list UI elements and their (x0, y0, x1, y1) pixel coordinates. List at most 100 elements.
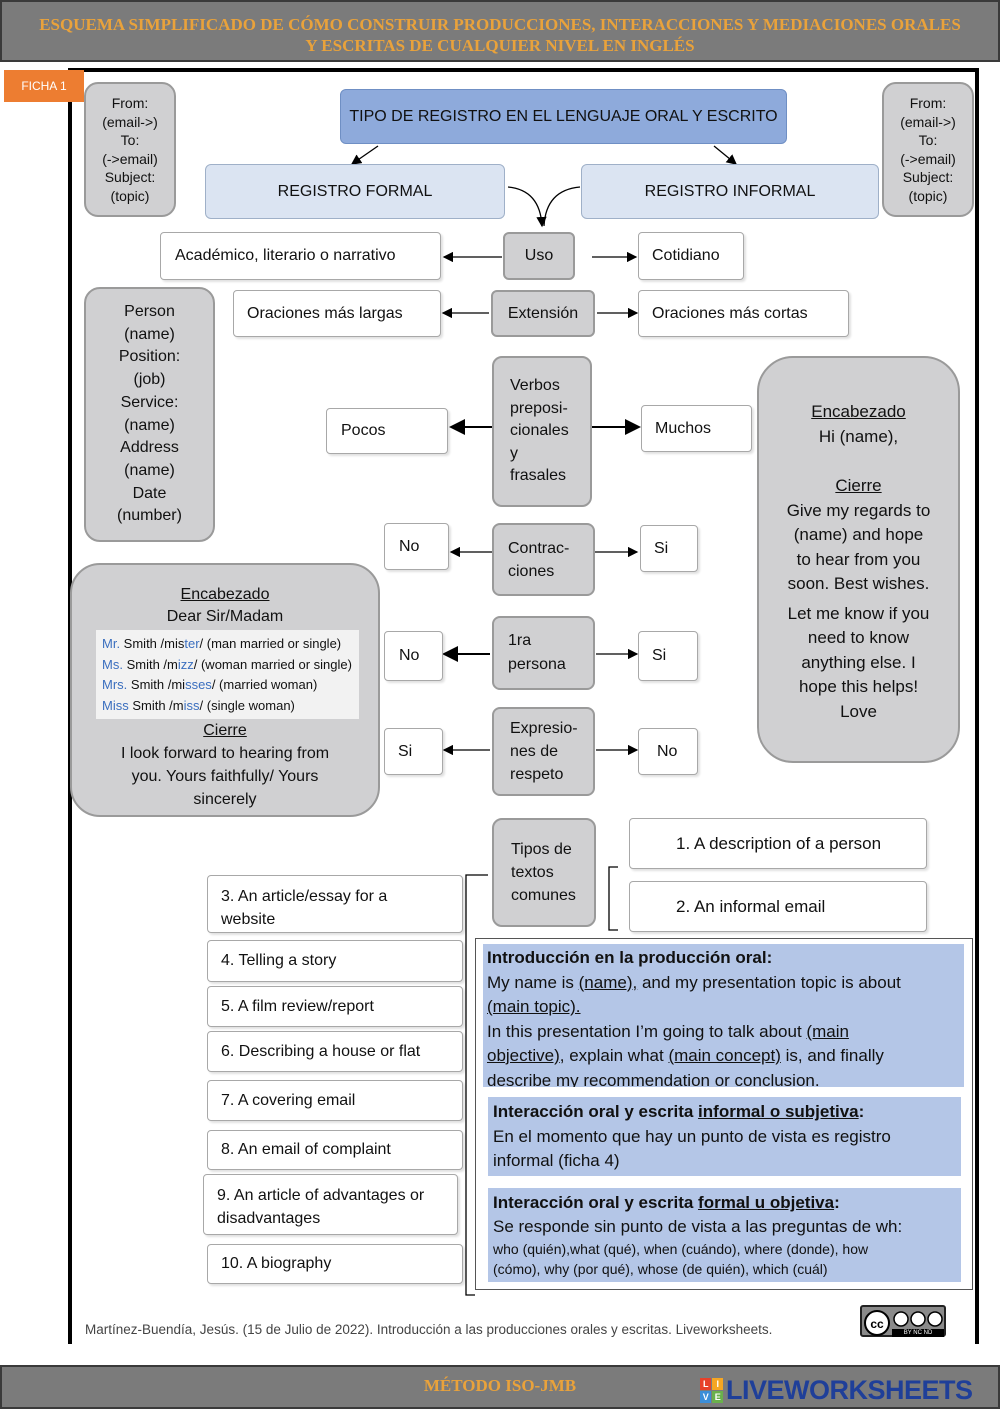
logo-letter: L (700, 1377, 711, 1390)
informal-closing-line: soon. Best wishes. (787, 574, 930, 593)
formal-letter-details-box: Person (name) Position: (job) Service: (… (84, 287, 215, 542)
title-abbr: Miss (102, 697, 129, 713)
panel-title-text: : (858, 1102, 865, 1121)
header-line-1: ESQUEMA SIMPLIFICADO DE CÓMO CONSTRUIR P… (39, 15, 961, 34)
courtesy-title-row: Ms. Smith /mizz/ (woman married or singl… (102, 655, 359, 676)
courtesy-titles-list: Mr. Smith /mister/ (man married or singl… (96, 630, 359, 719)
text-type-line: 9. An article of advantages or (217, 1187, 425, 1204)
title-meaning: / (woman married or single) (193, 656, 352, 672)
intro-placeholder: (name), (578, 972, 638, 992)
title-text: Smith /mis (120, 636, 185, 651)
contracciones-label: Contrac- ciones (492, 523, 595, 596)
text-type-3: 3. An article/essay for a website (207, 875, 463, 933)
intro-line: describe my recommendation or conclusion… (487, 1070, 820, 1088)
email-to-value: (->email) (900, 150, 956, 167)
logo-text: LIVEWORKSHEETS (726, 1374, 973, 1405)
liveworksheets-logo[interactable]: L I V E LIVEWORKSHEETS (700, 1374, 1000, 1406)
label-line: Verbos (510, 377, 560, 395)
label-line: nes de (510, 743, 559, 760)
email-from-label: From: (909, 95, 947, 111)
label-line: respeto (510, 766, 564, 783)
detail-line: (name) (124, 416, 175, 434)
intro-line: My name is (name), and my presentation t… (487, 971, 964, 996)
title-meaning: / (married woman) (211, 677, 318, 692)
detail-line: (number) (117, 507, 182, 525)
courtesy-title-row: Miss Smith /miss/ (single woman) (102, 696, 359, 717)
title-meaning: / (single woman) (199, 697, 295, 713)
formal-closing-line: I look forward to hearing from (120, 745, 330, 762)
header-line-2: Y ESCRITAS DE CUALQUIER NIVEL EN INGLÉS (305, 36, 695, 55)
text-type-line: website (221, 911, 276, 928)
informal-extra-line: anything else. I (801, 652, 916, 672)
intro-line: (main topic). (487, 995, 964, 1020)
cc-icons: cc (864, 1310, 944, 1337)
informal-closing-line: to hear from you (796, 549, 921, 569)
text-type-line: disadvantages (217, 1210, 321, 1227)
intro-line: In this presentation I’m going to talk a… (487, 1020, 964, 1045)
informal-letter-box: Encabezado Hi (name), Cierre Give my reg… (757, 356, 960, 763)
formal-greeting: Dear Sir/Madam (166, 608, 284, 625)
label-line: cionales (510, 422, 569, 440)
extension-label: Extensión (491, 290, 595, 337)
intro-text: My name is (487, 972, 579, 992)
informal-extra-line: Love (840, 701, 877, 721)
document-header: ESQUEMA SIMPLIFICADO DE CÓMO CONSTRUIR P… (0, 0, 1000, 62)
formal-interaction-panel: Interacción oral y escrita formal u obje… (488, 1188, 961, 1282)
formal-closing-line: sincerely (193, 791, 257, 808)
persona-formal-value: No (384, 631, 443, 681)
panel-line: (cómo), why (por qué), whose (de quién),… (493, 1261, 828, 1277)
text-type-9: 9. An article of advantages or disadvant… (203, 1174, 458, 1235)
document-footer (0, 1365, 1000, 1409)
intro-line: objective), explain what (main concept) … (487, 1044, 964, 1069)
email-to-label: To: (918, 132, 938, 148)
detail-line: (job) (133, 371, 166, 389)
email-to-value: (->email) (102, 150, 158, 167)
intro-placeholder: objective) (487, 1046, 560, 1065)
text-type-8: 8. An email of complaint (207, 1130, 463, 1170)
text-type-7: 7. A covering email (207, 1080, 463, 1121)
diagram-title: TIPO DE REGISTRO EN EL LENGUAJE ORAL Y E… (340, 89, 787, 144)
courtesy-title-row: Mr. Smith /mister/ (man married or singl… (102, 634, 359, 655)
spacer (759, 449, 958, 474)
uso-informal-value: Cotidiano (638, 232, 744, 280)
intro-text: and my presentation topic is about (637, 972, 901, 992)
cc-badge-text: BY NC ND (903, 1330, 933, 1336)
label-line: comunes (511, 887, 576, 904)
panel-title-text: Interacción oral y escrita (493, 1193, 699, 1212)
contracciones-informal-value: Si (640, 525, 698, 572)
informal-panel-title: Interacción oral y escrita informal o su… (493, 1100, 961, 1125)
logo-letter: I (712, 1377, 723, 1390)
label-line: frasales (510, 467, 567, 485)
email-subject-label: Subject: (104, 169, 156, 185)
intro-placeholder: (main concept) (668, 1046, 781, 1065)
text-type-4: 4. Telling a story (207, 940, 463, 982)
verbos-formal-value: Pocos (326, 408, 448, 454)
label-line: ciones (508, 562, 555, 580)
title-meaning: / (man married or single) (199, 636, 342, 651)
text-type-6: 6. Describing a house or flat (207, 1031, 463, 1072)
logo-letter: E (712, 1390, 723, 1403)
courtesy-title-row: Mrs. Smith /misses/ (married woman) (102, 675, 359, 696)
email-subject-label: Subject: (902, 169, 954, 185)
text-type-10: 10. A biography (207, 1244, 463, 1284)
email-template-right: From: (email->) To: (->email) Subject: (… (882, 82, 974, 217)
uso-formal-value: Académico, literario o narrativo (160, 232, 441, 280)
formal-closing-title: Cierre (203, 722, 247, 739)
title-abbr: Mr. (102, 636, 121, 651)
contracciones-formal-value: No (384, 523, 449, 570)
panel-title-text: Interacción oral y escrita (493, 1102, 699, 1121)
citation-text: Martínez-Buendía, Jesús. (15 de Julio de… (85, 1322, 773, 1337)
detail-line: Address (120, 439, 179, 457)
respeto-informal-value: No (638, 728, 698, 775)
title-pronunciation: sses (185, 677, 212, 692)
footer-method: MÉTODO ISO-JMB (423, 1376, 577, 1395)
informal-greeting: Hi (name), (818, 426, 899, 446)
informal-extra-line: Let me know if you (787, 603, 930, 623)
title-pronunciation: ter (184, 636, 200, 651)
detail-line: Position: (118, 348, 181, 366)
intro-text: is, and finally (780, 1046, 884, 1065)
email-subject-value: (topic) (908, 187, 948, 204)
label-line: Contrac- (508, 539, 570, 557)
label-line: persona (508, 656, 566, 673)
